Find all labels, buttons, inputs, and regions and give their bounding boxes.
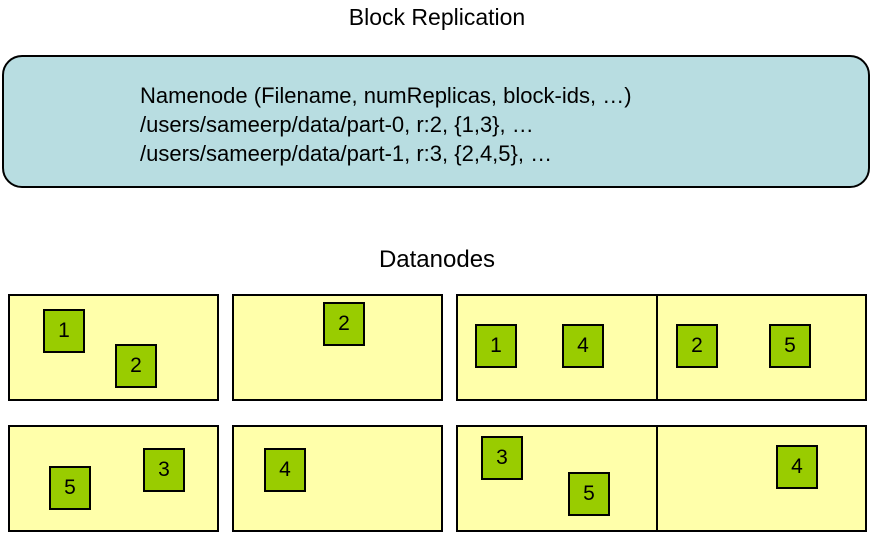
datanodes-section-label: Datanodes bbox=[378, 246, 496, 273]
block-replica[interactable]: 3 bbox=[143, 448, 185, 492]
block-replica[interactable]: 2 bbox=[115, 344, 157, 388]
block-replica[interactable]: 4 bbox=[562, 324, 604, 368]
namenode-header-line: Namenode (Filename, numReplicas, block-i… bbox=[140, 83, 632, 108]
datanode-8[interactable]: 4 bbox=[656, 425, 867, 532]
block-replica[interactable]: 2 bbox=[676, 324, 718, 368]
block-replica[interactable]: 1 bbox=[43, 309, 85, 353]
datanode-2[interactable]: 2 bbox=[232, 294, 443, 401]
block-replica[interactable]: 1 bbox=[475, 324, 517, 368]
datanode-6[interactable]: 4 bbox=[232, 425, 443, 532]
namenode-panel: Namenode (Filename, numReplicas, block-i… bbox=[2, 55, 870, 188]
block-replica[interactable]: 3 bbox=[481, 436, 523, 480]
block-replica[interactable]: 5 bbox=[769, 324, 811, 368]
block-replica[interactable]: 5 bbox=[49, 466, 91, 510]
block-replica[interactable]: 4 bbox=[264, 448, 306, 492]
page-title: Block Replication bbox=[348, 4, 526, 30]
namenode-metadata-text: Namenode (Filename, numReplicas, block-i… bbox=[140, 81, 632, 168]
block-replica[interactable]: 4 bbox=[776, 445, 818, 489]
namenode-entry-line-0: /users/sameerp/data/part-0, r:2, {1,3}, … bbox=[140, 112, 534, 137]
namenode-entry-line-1: /users/sameerp/data/part-1, r:3, {2,4,5}… bbox=[140, 141, 553, 166]
block-replica[interactable]: 5 bbox=[568, 472, 610, 516]
block-replica[interactable]: 2 bbox=[323, 302, 365, 346]
